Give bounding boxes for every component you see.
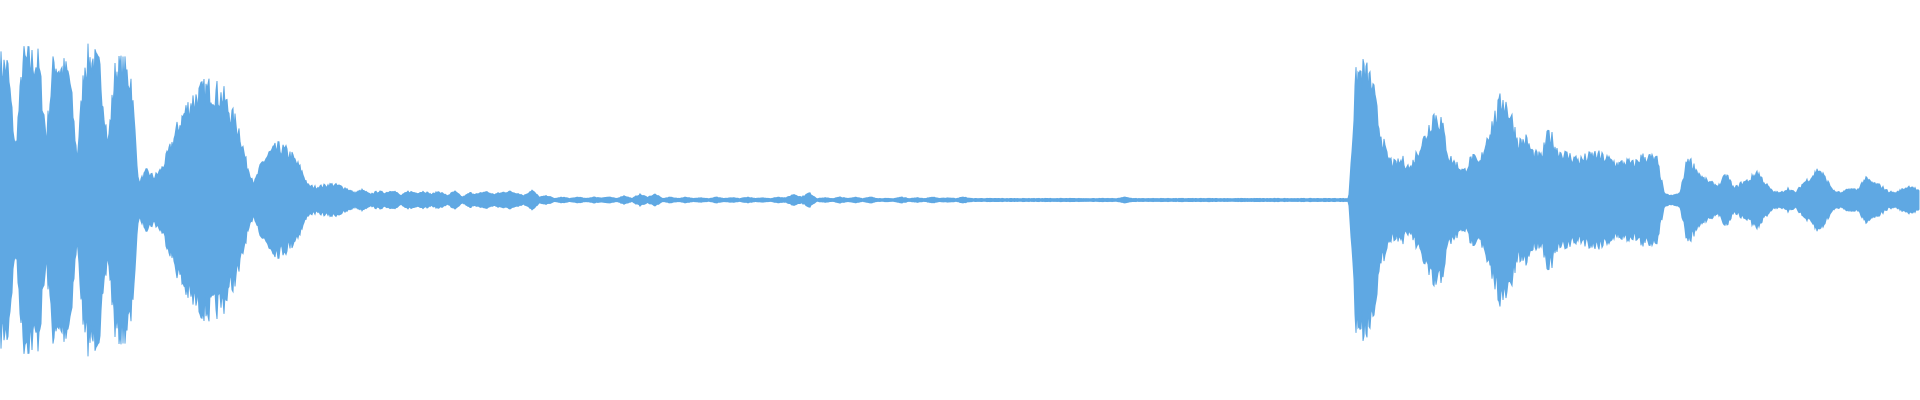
waveform-shape [0,43,1920,357]
